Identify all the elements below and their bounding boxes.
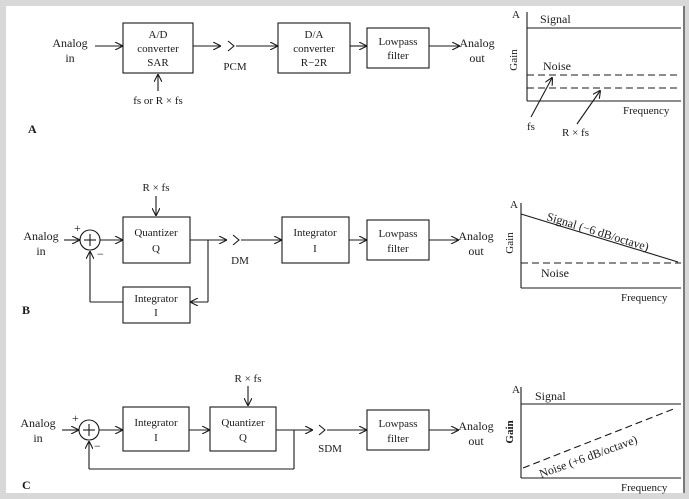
panel-c-label: C: [22, 478, 31, 492]
panel-a-fs-label: fs: [527, 121, 535, 133]
panel-a-input-label-line2: in: [65, 51, 74, 65]
panel-b-noise-label: Noise: [541, 266, 569, 280]
panel-a-dac-line1: D/A: [305, 29, 324, 41]
panel-a-lpf-block: [366, 27, 430, 69]
panel-c: C Analog in + − Integrator I Quantizer Q…: [20, 373, 681, 494]
panel-a-graph-a-label: A: [512, 9, 520, 21]
panel-a-lpf-line2: filter: [387, 50, 409, 62]
panel-a-dac-block: [277, 22, 351, 74]
panel-b-graph-y-label: Gain: [504, 232, 516, 254]
panel-c-integrator-block: [122, 406, 190, 452]
panel-b-quantizer-line2: Q: [152, 243, 160, 255]
panel-c-quantizer-block: [209, 406, 277, 452]
panel-b-signal-line: [520, 213, 679, 263]
panel-a-label: A: [28, 122, 37, 136]
panel-a-clock-label: fs or R × fs: [133, 95, 183, 107]
panel-b-plus-sign: +: [74, 221, 81, 235]
panel-a-dac-line2: converter: [293, 43, 335, 55]
panel-a-fs-pointer: [530, 78, 552, 118]
panel-c-integrator-line1: Integrator: [134, 417, 178, 429]
panel-a-pcm-label: PCM: [223, 61, 246, 73]
panel-b-lpf-line2: filter: [387, 243, 409, 255]
panel-a-rfs-label: R × fs: [562, 127, 589, 139]
panel-b-dm-chevron: [232, 234, 240, 246]
panel-c-clock-label: R × fs: [235, 373, 262, 385]
panel-c-signal-label: Signal: [535, 389, 566, 403]
panel-b-feedback-integrator-block: [122, 286, 191, 324]
panel-a-output-label-line1: Analog: [459, 36, 494, 50]
panel-c-graph-a-label: A: [512, 384, 520, 396]
panel-a-rfs-pointer: [576, 91, 600, 125]
panel-a-graph: A Gain Frequency Signal Noise fs R × fs: [508, 9, 681, 139]
paper-background: [6, 6, 683, 493]
panel-c-minus-sign: −: [94, 439, 101, 453]
panel-a-adc-block: [122, 22, 194, 74]
panel-a-noise-label: Noise: [543, 59, 571, 73]
panel-c-input-label-line2: in: [33, 431, 42, 445]
panel-c-output-label-line2: out: [468, 434, 484, 448]
panel-a-signal-label: Signal: [540, 12, 571, 26]
panel-c-quantizer-line1: Quantizer: [221, 417, 265, 429]
panel-a-dac-line3: R−2R: [301, 57, 328, 69]
panel-b-integrator-line1: Integrator: [293, 227, 337, 239]
panel-c-graph-x-label: Frequency: [621, 482, 668, 494]
panel-b-integrator-line2: I: [313, 243, 317, 255]
panel-a: A Analog in A/D converter SAR fs or R × …: [28, 9, 681, 139]
panel-b-dm-label: DM: [231, 255, 249, 267]
panel-c-lpf-line2: filter: [387, 433, 409, 445]
panel-a-adc-line2: converter: [137, 43, 179, 55]
panel-c-output-label-line1: Analog: [458, 419, 493, 433]
panel-c-sdm-chevron: [318, 424, 326, 436]
panel-b-graph-x-label: Frequency: [621, 292, 668, 304]
panel-c-input-label-line1: Analog: [20, 416, 55, 430]
panel-a-graph-y-label: Gain: [508, 49, 520, 71]
panel-b-output-label-line1: Analog: [458, 229, 493, 243]
panel-c-plus-sign: +: [72, 411, 79, 425]
panel-b-graph-a-label: A: [510, 199, 518, 211]
panel-c-quantizer-line2: Q: [239, 432, 247, 444]
panel-b-label: B: [22, 303, 30, 317]
panel-a-adc-line1: A/D: [149, 29, 168, 41]
panel-b-feedback-integrator-line2: I: [154, 307, 158, 319]
panel-b-input-label-line1: Analog: [23, 229, 58, 243]
panel-b-quantizer-line1: Quantizer: [134, 227, 178, 239]
panel-b-clock-label: R × fs: [143, 182, 170, 194]
panel-b-feedback-integrator-line1: Integrator: [134, 293, 178, 305]
panel-a-adc-line3: SAR: [147, 57, 169, 69]
panel-b-lpf-line1: Lowpass: [378, 228, 417, 240]
panel-b-output-label-line2: out: [468, 244, 484, 258]
panel-b-minus-sign: −: [97, 247, 104, 261]
panel-c-noise-line: [522, 407, 677, 469]
panel-b-input-label-line2: in: [36, 244, 45, 258]
panel-a-lpf-line1: Lowpass: [378, 36, 417, 48]
panel-a-graph-x-label: Frequency: [623, 105, 670, 117]
panel-a-input-label-line1: Analog: [52, 36, 87, 50]
panel-c-sdm-label: SDM: [318, 443, 342, 455]
panel-c-lpf-line1: Lowpass: [378, 418, 417, 430]
panel-a-output-label-line2: out: [469, 51, 485, 65]
panel-c-graph-y-label: Gain: [504, 420, 516, 443]
panel-c-integrator-line2: I: [154, 432, 158, 444]
panel-a-pcm-chevron: [227, 40, 235, 52]
